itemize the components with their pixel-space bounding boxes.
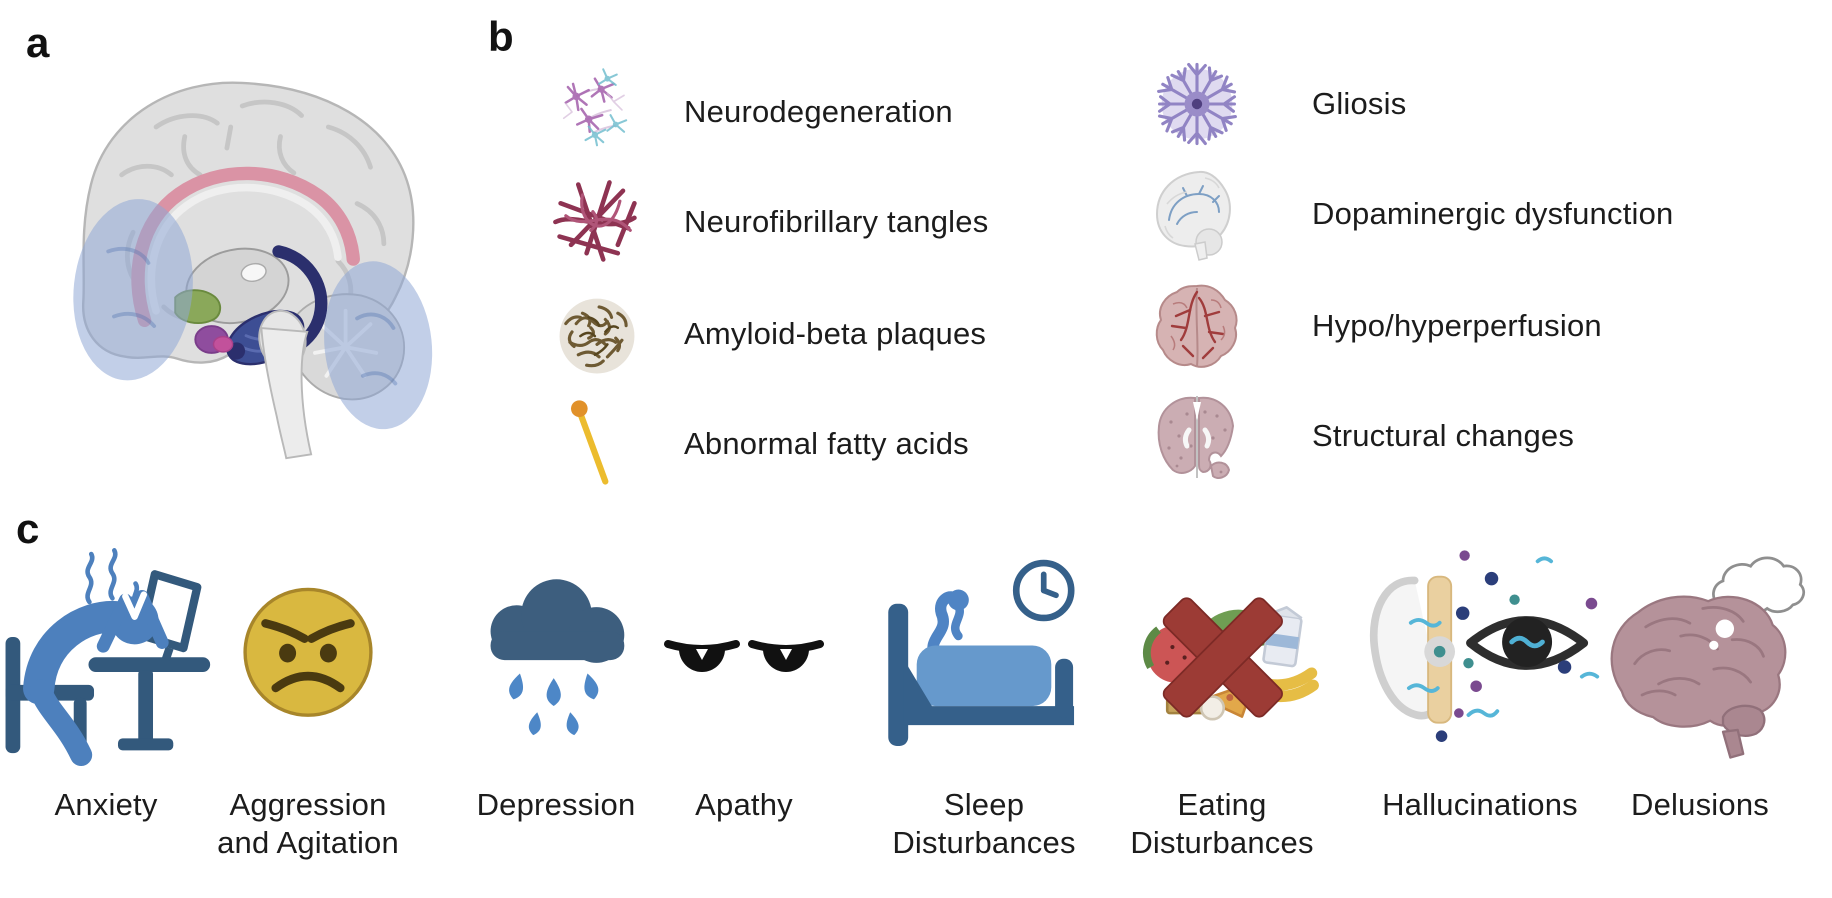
brain-sagittal-icon bbox=[73, 81, 433, 460]
symptom-delusions: Delusions bbox=[1580, 538, 1820, 824]
plaque-ball-icon bbox=[538, 278, 656, 390]
legend-label: Abnormal fatty acids bbox=[684, 426, 969, 461]
legend-label: Dopaminergic dysfunction bbox=[1312, 196, 1674, 231]
stressed-person-at-desk-icon bbox=[0, 538, 212, 770]
legend-label: Hypo/hyperperfusion bbox=[1312, 308, 1602, 343]
panel-a-letter: a bbox=[26, 19, 50, 66]
angry-face-icon bbox=[223, 538, 393, 770]
legend-label: Neurofibrillary tangles bbox=[684, 204, 989, 239]
symptom-label: Eating Disturbances bbox=[1130, 787, 1314, 860]
brain-vessels-icon bbox=[1138, 270, 1256, 382]
symptom-aggression-and-agitation: Aggression and Agitation bbox=[188, 538, 428, 862]
ear-and-eye-icon bbox=[1355, 538, 1605, 770]
panel-c-letter: c bbox=[16, 505, 40, 552]
degenerating-neurons-icon bbox=[538, 56, 656, 168]
brain-sagittal-icon bbox=[1138, 158, 1256, 270]
brain-sagittal-illustration bbox=[38, 60, 456, 462]
symptom-label: Sleep Disturbances bbox=[892, 787, 1076, 860]
legend-row-abnormal-fatty-acids: Abnormal fatty acids bbox=[538, 388, 969, 500]
symptom-hallucinations: Hallucinations bbox=[1350, 538, 1610, 824]
symptom-anxiety: Anxiety bbox=[0, 538, 212, 824]
symptom-label: Apathy bbox=[695, 787, 793, 822]
symptom-label: Delusions bbox=[1631, 787, 1769, 822]
symptom-apathy: Apathy bbox=[634, 538, 854, 824]
legend-row-dopaminergic-dysfunction: Dopaminergic dysfunction bbox=[1138, 158, 1673, 270]
rain-cloud-icon bbox=[459, 538, 654, 770]
symptom-eating-disturbances: Eating Disturbances bbox=[1102, 538, 1342, 862]
symptom-label: Hallucinations bbox=[1382, 787, 1578, 822]
symptom-label: Aggression and Agitation bbox=[217, 787, 399, 860]
brain-coronal-icon bbox=[1138, 380, 1256, 492]
legend-label: Neurodegeneration bbox=[684, 94, 953, 129]
symptom-depression: Depression bbox=[436, 538, 676, 824]
symptom-label: Anxiety bbox=[54, 787, 158, 822]
bed-with-clock-icon bbox=[875, 538, 1093, 770]
legend-row-amyloid-beta-plaques: Amyloid-beta plaques bbox=[538, 278, 986, 390]
panel-b-letter: b bbox=[488, 13, 514, 60]
symptom-label: Depression bbox=[476, 787, 636, 822]
legend-row-structural-changes: Structural changes bbox=[1138, 380, 1574, 492]
legend-row-neurofibrillary-tangles: Neurofibrillary tangles bbox=[538, 166, 988, 278]
legend-row-hypo-hyperperfusion: Hypo/hyperperfusion bbox=[1138, 270, 1602, 382]
tangled-fibers-icon bbox=[538, 166, 656, 278]
astrocyte-icon bbox=[1138, 48, 1256, 160]
symptom-sleep-disturbances: Sleep Disturbances bbox=[864, 538, 1104, 862]
legend-label: Gliosis bbox=[1312, 86, 1407, 121]
crossed-out-food-icon bbox=[1122, 538, 1322, 770]
legend-row-gliosis: Gliosis bbox=[1138, 48, 1406, 160]
legend-label: Structural changes bbox=[1312, 418, 1575, 453]
brain-thought-bubble-icon bbox=[1585, 538, 1815, 770]
legend-label: Amyloid-beta plaques bbox=[684, 316, 987, 351]
droopy-eyes-icon bbox=[654, 538, 834, 770]
fatty-acid-icon bbox=[538, 388, 656, 500]
legend-row-neurodegeneration: Neurodegeneration bbox=[538, 56, 953, 168]
